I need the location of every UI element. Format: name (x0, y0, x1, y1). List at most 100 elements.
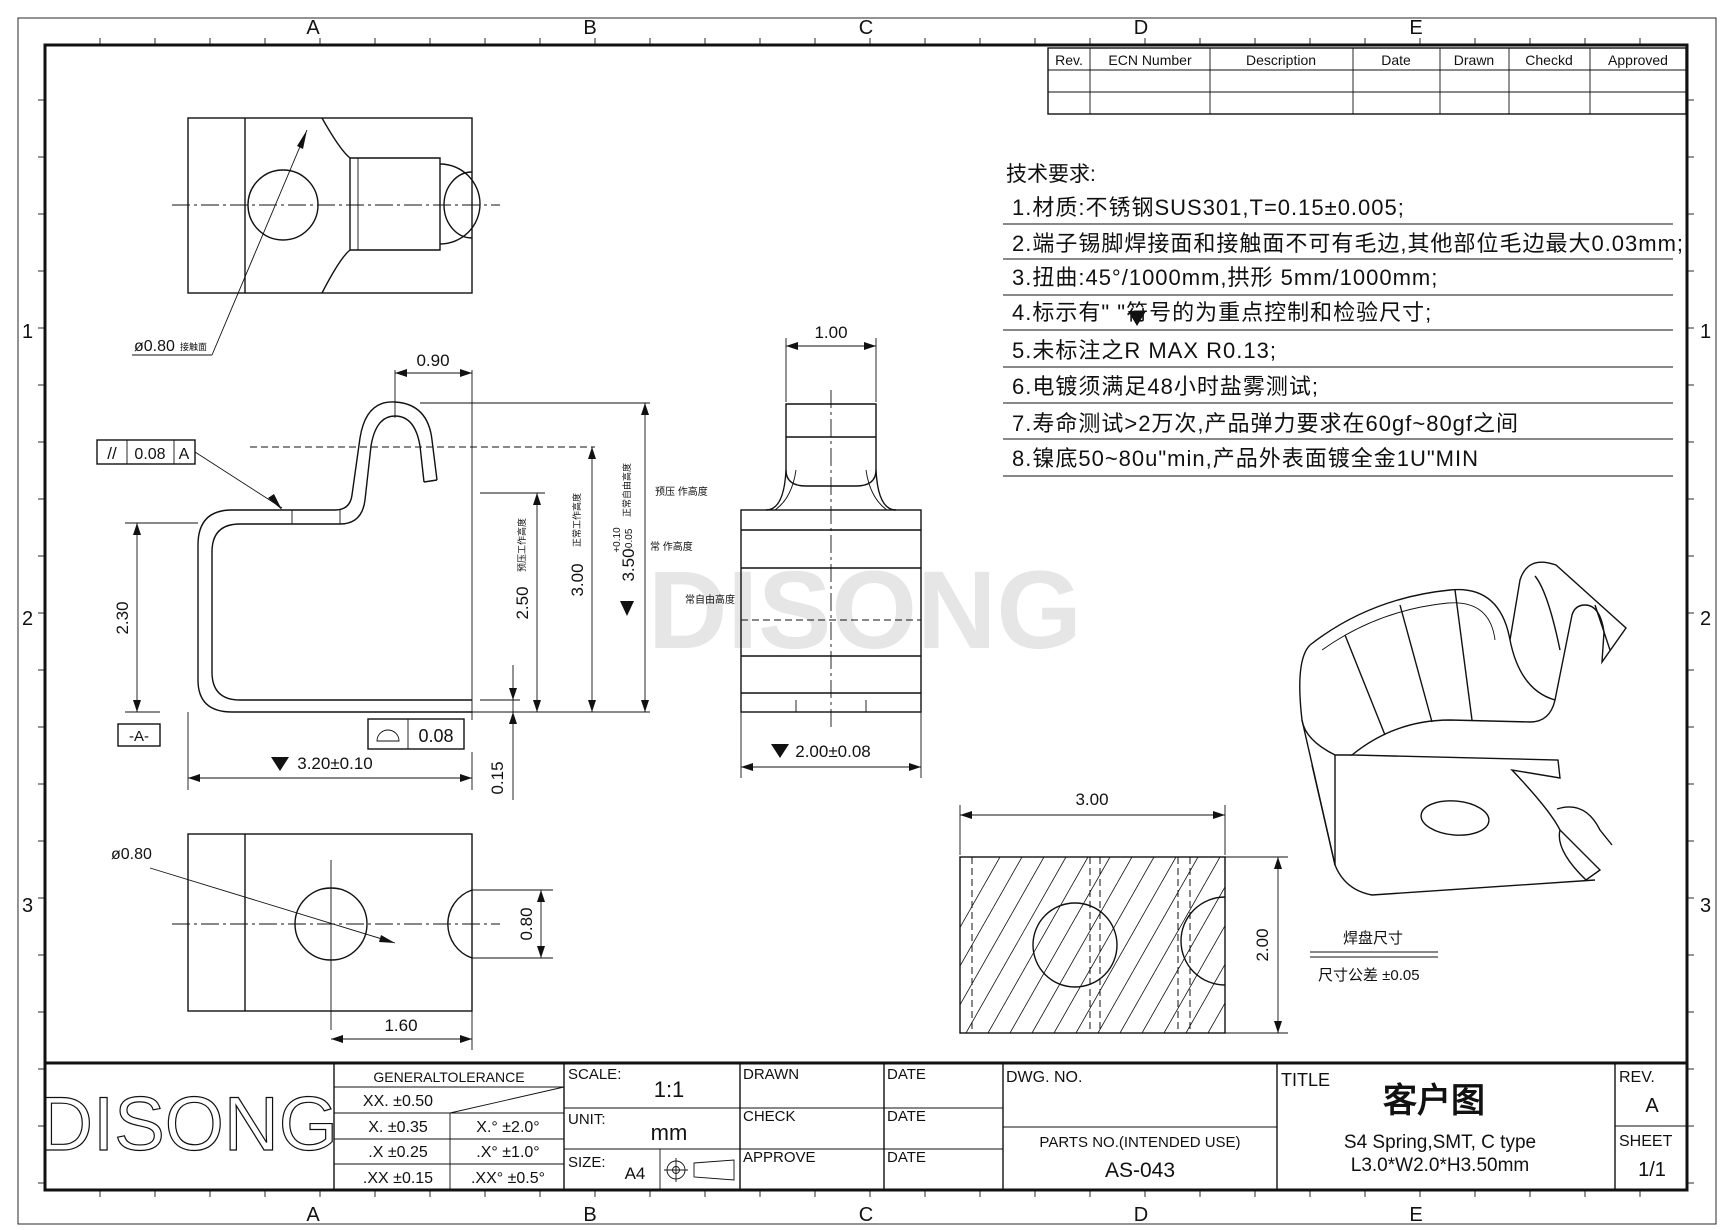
pad-dim-3-00: 3.00 (1075, 790, 1108, 809)
grid-labels: A B C D E A B C D E 1 2 3 1 2 3 (22, 17, 1711, 1226)
tolerance-dot-xx-angle: .XX° ±0.5° (471, 1170, 545, 1187)
projection-symbol-icon (664, 1158, 735, 1182)
side-note-preload-height: 预压 作高度 (655, 485, 708, 498)
title-line-1: S4 Spring,SMT, C type (1344, 1132, 1536, 1153)
dim-bottom-1-60: 1.60 (384, 1016, 417, 1035)
title-block: DISONG GENERALTOLERANCE XX. ±0.50 X. ±0.… (37, 1061, 1687, 1190)
dim-2-50: 2.50 (513, 586, 532, 619)
grid-col-a-bottom: A (306, 1204, 320, 1226)
rev-label: REV. (1619, 1069, 1655, 1086)
grid-col-d-top: D (1134, 17, 1148, 39)
tolerance-xx: XX. ±0.50 (363, 1093, 433, 1110)
dim-0-90: 0.90 (416, 351, 449, 370)
drawn-label: DRAWN (743, 1066, 799, 1083)
rev-col-checkd: Checkd (1525, 52, 1572, 68)
title-label: TITLE (1281, 1070, 1330, 1090)
sheet-value: 1/1 (1638, 1159, 1666, 1181)
approve-date-label: DATE (887, 1149, 926, 1166)
grid-col-b-bottom: B (583, 1204, 596, 1226)
tolerance-dot-xx: .XX ±0.15 (363, 1170, 433, 1187)
grid-ticks (38, 38, 1694, 1197)
dim-3-50-tol-dn: -0.05 (624, 528, 635, 551)
rev-value: A (1645, 1095, 1659, 1117)
tech-requirements: 技术要求: 1.材质:不锈钢SUS301,T=0.15±0.005; 2.端子锡… (1003, 163, 1684, 477)
size-value: A4 (625, 1164, 646, 1183)
tolerance-x: X. ±0.35 (368, 1119, 428, 1136)
datum-a: -A- (129, 728, 149, 745)
grid-row-3-right: 3 (1700, 895, 1711, 917)
dim-2-30: 2.30 (113, 601, 132, 634)
grid-col-d-bottom: D (1134, 1204, 1148, 1226)
grid-col-b-top: B (583, 17, 596, 39)
grid-col-e-bottom: E (1409, 1204, 1422, 1226)
tech-heading: 技术要求: (1006, 163, 1096, 186)
sheet-border (17, 17, 1717, 1225)
top-view-hole-dia: ø0.80 (134, 338, 175, 355)
front-view: 0.90 // 0.08 A 2.30 -A- 0.08 3.20±0.10 (96, 351, 735, 800)
grid-row-3-left: 3 (22, 895, 33, 917)
tolerance-dot-x-angle: .X° ±1.0° (476, 1144, 539, 1161)
drawing-line (1075, 857, 1177, 1033)
grid-col-e-top: E (1409, 17, 1422, 39)
flatness-tolerance: 0.08 (418, 726, 453, 746)
dim-2-00: 2.00±0.08 (795, 742, 871, 761)
drawing-line (960, 857, 1001, 929)
bottom-view-hole-dia: ø0.80 (111, 846, 152, 863)
side-note-free-height: 常自由高度 (685, 593, 735, 606)
drawing-line (1009, 857, 1111, 1033)
tech-item-4: 4.标示有" "符号的为重点控制和检验尺寸; (1012, 300, 1432, 325)
dim-3-50: 3.50 (619, 548, 638, 581)
dwg-no-label: DWG. NO. (1006, 1069, 1082, 1086)
tolerance-x-angle: X.° ±2.0° (476, 1119, 539, 1136)
grid-col-c-top: C (859, 17, 873, 39)
tech-item-3: 3.扭曲:45°/1000mm,拱形 5mm/1000mm; (1012, 265, 1438, 290)
grid-row-2-left: 2 (22, 608, 33, 630)
tech-item-7: 7.寿命测试>2万次,产品弹力要求在60gf~80gf之间 (1012, 411, 1519, 436)
grid-row-1-left: 1 (22, 321, 33, 343)
drawing-line (1031, 857, 1133, 1033)
pad-dim-2-00: 2.00 (1253, 928, 1272, 961)
size-label: SIZE: (568, 1154, 606, 1171)
dim-bottom-0-80: 0.80 (517, 907, 536, 940)
pad-tolerance-label: 尺寸公差 ±0.05 (1318, 967, 1420, 984)
parts-no-value: AS-043 (1105, 1159, 1175, 1182)
pad-size-label: 焊盘尺寸 (1343, 929, 1403, 947)
side-view: 1.00 2.00±0.08 (740, 323, 922, 778)
grid-col-c-bottom: C (859, 1204, 873, 1226)
top-view: ø0.80 接触面 (132, 117, 500, 356)
drawing-line (1141, 886, 1225, 1033)
title-block-logo: DISONG (38, 1082, 338, 1167)
rev-col-date: Date (1381, 52, 1411, 68)
dim-3-50-note: 正常自由高度 (621, 463, 632, 517)
key-dimension-triangle-icon (1128, 311, 1146, 326)
side-note-normal-height: 常 作高度 (650, 540, 693, 553)
tech-item-6: 6.电镀须满足48小时盐雾测试; (1012, 374, 1319, 399)
tech-item-1: 1.材质:不锈钢SUS301,T=0.15±0.005; (1012, 195, 1405, 220)
drawing-line (960, 857, 1045, 1006)
grid-row-2-right: 2 (1700, 608, 1711, 630)
title-cn: 客户图 (1383, 1081, 1485, 1120)
drawing-line (1119, 857, 1221, 1033)
approve-label: APPROVE (743, 1149, 816, 1166)
parallelism-tolerance: 0.08 (134, 446, 165, 463)
bottom-view: ø0.80 0.80 1.60 (111, 833, 553, 1050)
drawing-line (987, 857, 1089, 1033)
isometric-view (1299, 561, 1627, 896)
top-view-hole-note: 接触面 (180, 341, 207, 352)
parts-no-label: PARTS NO.(INTENDED USE) (1039, 1134, 1240, 1151)
check-date-label: DATE (887, 1108, 926, 1125)
scale-value: 1:1 (654, 1077, 685, 1102)
parallelism-datum: A (179, 446, 190, 463)
dim-2-50-note: 预压工作高度 (516, 518, 527, 572)
drawing-line (1163, 924, 1225, 1033)
sheet-label: SHEET (1619, 1133, 1673, 1150)
grid-col-a-top: A (306, 17, 320, 39)
pad-layout: 3.00 2.00 焊盘尺寸 尺寸公差 ±0.05 (959, 790, 1438, 1034)
drawing-line (1185, 963, 1225, 1033)
dim-3-20: 3.20±0.10 (297, 754, 373, 773)
dim-3-00-note: 正常工作高度 (571, 493, 582, 547)
tech-item-2: 2.端子锡脚焊接面和接触面不可有毛边,其他部位毛边最大0.03mm; (1012, 231, 1684, 256)
drawing-line (1097, 857, 1199, 1033)
tolerance-header: GENERALTOLERANCE (373, 1069, 524, 1085)
